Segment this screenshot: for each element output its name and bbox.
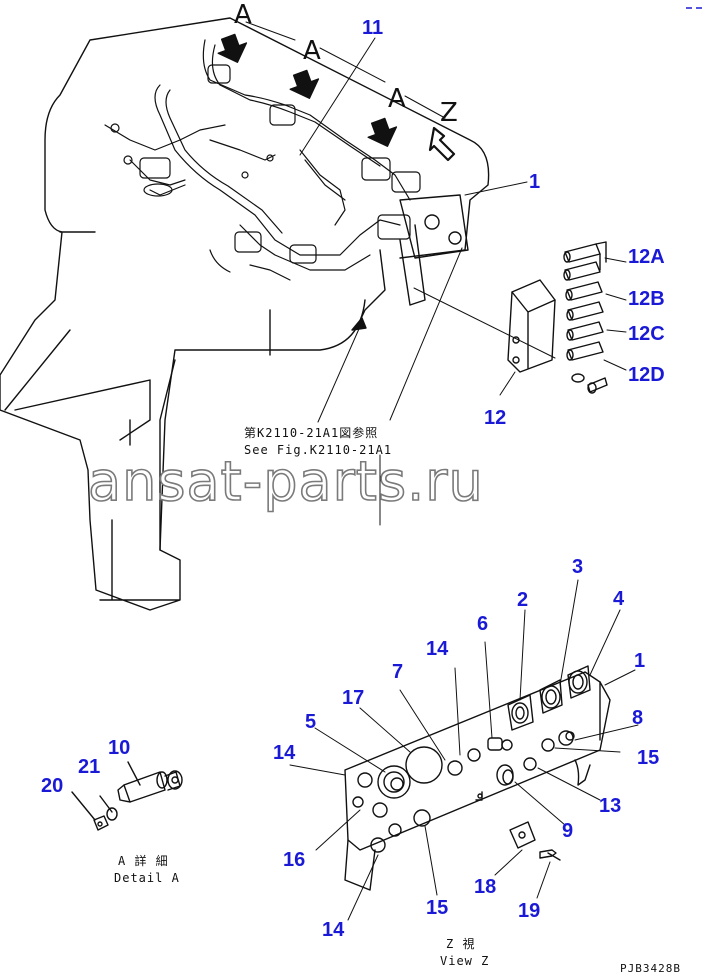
panel-leader-lines — [289, 579, 639, 921]
reference-arrowhead — [351, 317, 367, 331]
corner-mark — [686, 7, 702, 9]
view-leader-lines — [245, 21, 446, 119]
callout-13: 13 — [599, 795, 622, 817]
view-letter-a2: A — [303, 36, 321, 66]
callout-3: 3 — [572, 556, 584, 578]
callout-15-right: 15 — [637, 747, 660, 769]
top-leader-lines — [299, 37, 627, 526]
callout-8: 8 — [632, 707, 644, 729]
callout-5: 5 — [305, 711, 317, 733]
detail-a-part — [71, 761, 183, 831]
callout-15-bottom: 15 — [426, 897, 449, 919]
callout-1-top: 1 — [529, 171, 541, 193]
view-caption-en: View Z — [440, 954, 490, 968]
view-letter-a3: A — [388, 84, 406, 114]
callout-19: 19 — [518, 900, 541, 922]
callout-14-top: 14 — [426, 638, 449, 660]
callout-9: 9 — [562, 820, 574, 842]
callout-18: 18 — [474, 876, 497, 898]
switch-panel — [344, 665, 611, 891]
callout-4: 4 — [613, 588, 625, 610]
view-letter-z: Z — [440, 98, 458, 128]
callout-10: 10 — [108, 737, 131, 759]
callout-12b: 12B — [628, 288, 665, 310]
mounted-panel — [357, 194, 469, 326]
callout-12d: 12D — [628, 364, 665, 386]
fuse-set — [563, 241, 607, 361]
callout-2: 2 — [517, 589, 529, 611]
callout-1-bottom: 1 — [634, 650, 646, 672]
watermark: ansat-parts.ru — [87, 450, 484, 513]
callout-14-left: 14 — [273, 742, 296, 764]
detail-caption-jp: A 詳 細 — [118, 854, 169, 868]
relay-box — [507, 279, 608, 394]
callout-12c: 12C — [628, 323, 665, 345]
chassis-body — [0, 17, 490, 611]
callout-17: 17 — [342, 687, 365, 709]
callout-12: 12 — [484, 407, 507, 429]
callout-6: 6 — [477, 613, 489, 635]
callout-14-bottom: 14 — [322, 919, 345, 941]
callout-21: 21 — [78, 756, 101, 778]
wiring-harness — [104, 39, 421, 281]
cross-reference-jp: 第K2110-21A1図参照 — [244, 426, 379, 440]
callout-12a: 12A — [628, 246, 665, 268]
view-letter-a1: A — [234, 0, 252, 30]
cross-reference-en: See Fig.K2110-21A1 — [244, 443, 393, 457]
view-caption-jp: Z 視 — [446, 937, 476, 951]
callout-20: 20 — [41, 775, 64, 797]
detail-caption-en: Detail A — [114, 871, 180, 885]
callout-16: 16 — [283, 849, 306, 871]
callout-7: 7 — [392, 661, 404, 683]
view-arrows — [217, 33, 456, 162]
callout-11: 11 — [362, 17, 384, 39]
drawing-code: PJB3428B — [620, 962, 681, 975]
